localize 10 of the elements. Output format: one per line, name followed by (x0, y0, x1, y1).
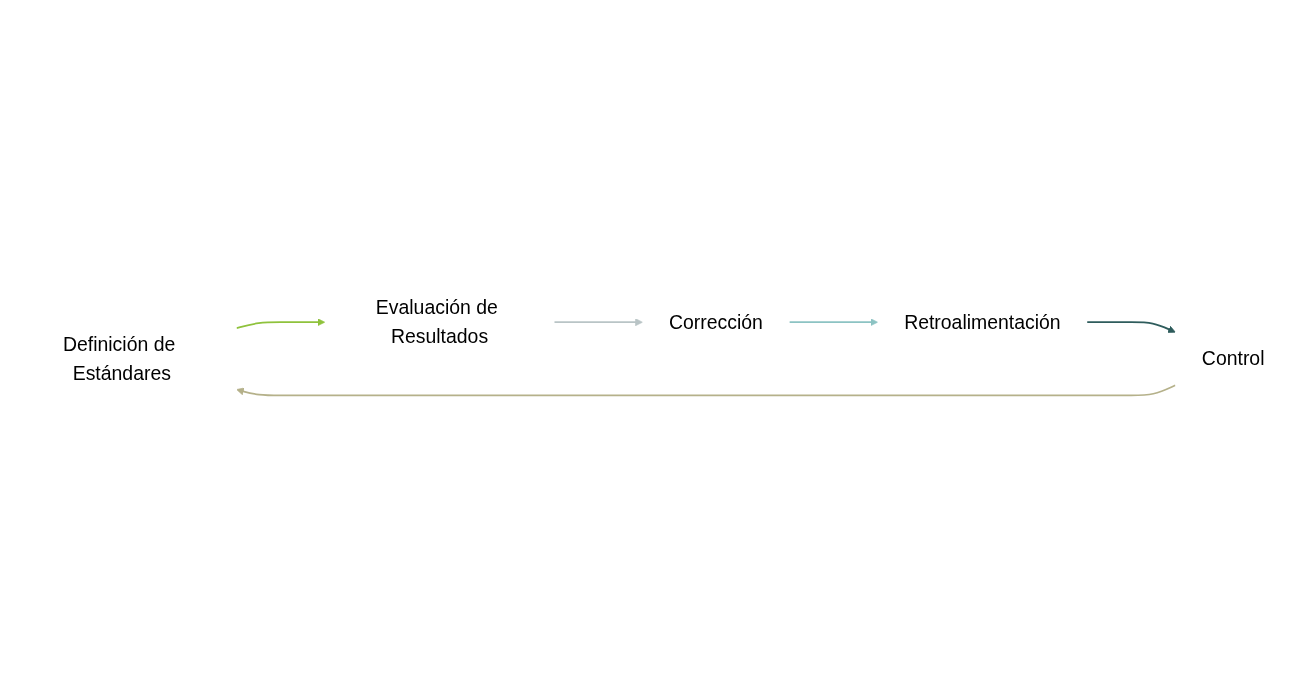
node-text: Evaluación de Resultados (375, 296, 498, 348)
arrow (553, 318, 643, 327)
arrow (236, 384, 1177, 397)
node-text: Retroalimentación (904, 311, 1061, 334)
arrow (788, 318, 878, 327)
node-text: Corrección (669, 311, 763, 334)
node-text: Definición de Estándares (62, 333, 176, 385)
node-text: Control (1201, 347, 1265, 370)
arrow (235, 318, 326, 329)
arrow (1086, 321, 1176, 333)
